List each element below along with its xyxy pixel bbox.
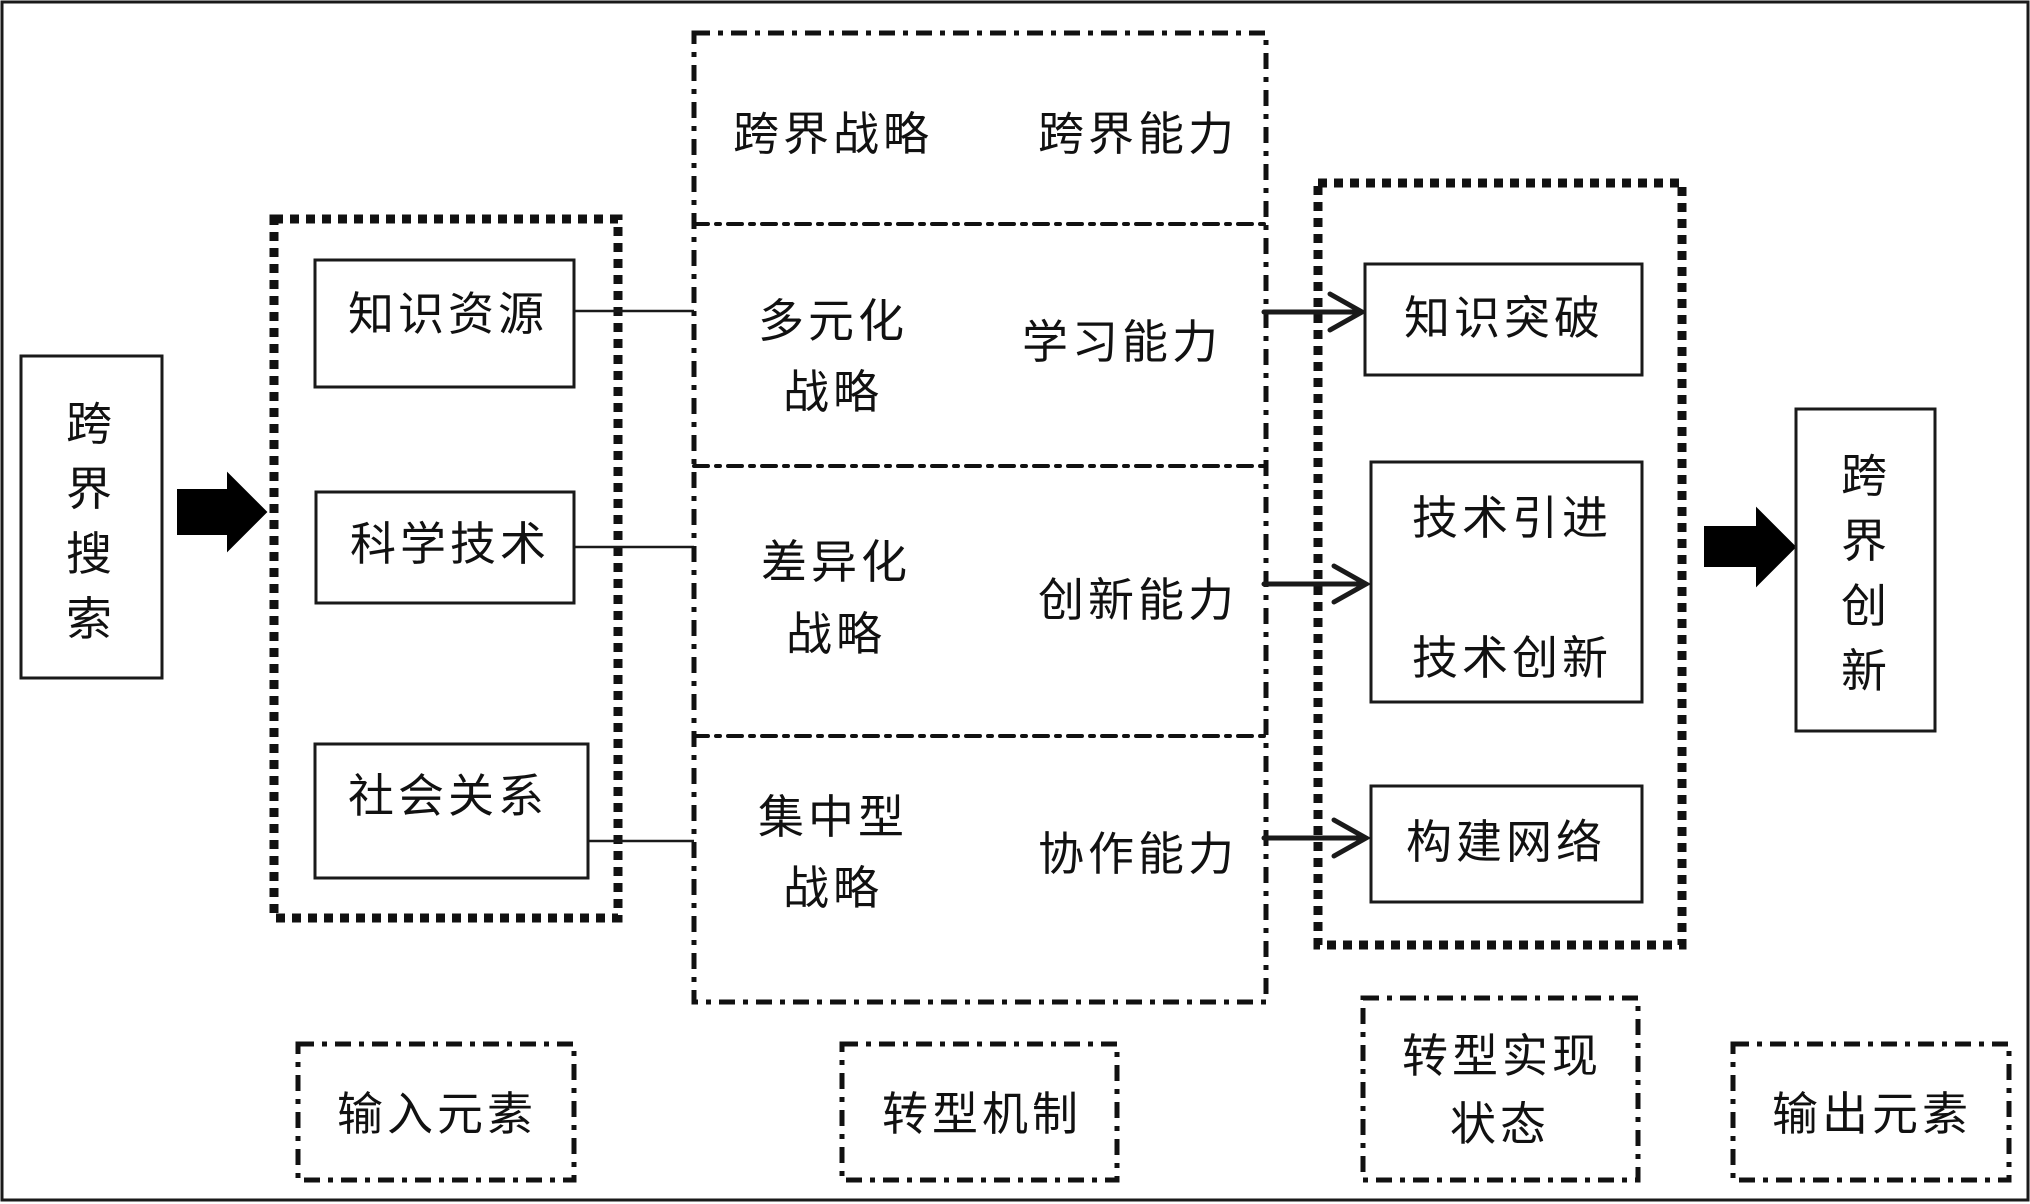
- legend-label: 状态: [1450, 1097, 1550, 1151]
- input-elements-group: [269, 214, 623, 923]
- block-arrow-icon: [1704, 506, 1797, 588]
- input-item-technology: 科学技术: [314, 490, 576, 605]
- input-item-label: 科学技术: [350, 517, 550, 571]
- source-box: 跨 界 搜 索: [19, 354, 164, 680]
- state-item-label: 技术创新: [1412, 631, 1612, 685]
- arrow-icon: [1261, 291, 1368, 333]
- state-item-label: 技术引进: [1412, 491, 1612, 545]
- state-item-label: 知识突破: [1404, 291, 1604, 345]
- state-item-technology: 技术引进 技术创新: [1369, 460, 1644, 704]
- transformation-state-group: [1313, 178, 1687, 950]
- arrow-icon: [1261, 817, 1372, 859]
- source-char: 跨: [66, 397, 116, 451]
- strategy-label: 战略: [783, 861, 883, 915]
- capability-label: 协作能力: [1038, 827, 1238, 881]
- source-char: 界: [66, 462, 116, 516]
- legend-label: 输出元素: [1772, 1087, 1972, 1141]
- source-char: 索: [66, 592, 116, 646]
- output-char: 跨: [1841, 449, 1891, 503]
- strategy-label: 战略: [783, 365, 883, 419]
- legend-label: 转型机制: [882, 1087, 1082, 1141]
- block-arrow-icon: [177, 471, 268, 553]
- legend-mechanism: 转型机制: [839, 1041, 1120, 1183]
- state-item-label: 构建网络: [1406, 815, 1606, 869]
- source-char: 搜: [66, 527, 116, 581]
- input-item-knowledge: 知识资源: [313, 258, 576, 389]
- capability-label: 学习能力: [1022, 315, 1222, 369]
- mechanism-header-strategy: 跨界战略: [733, 107, 933, 161]
- mechanism-header-capability: 跨界能力: [1038, 107, 1238, 161]
- arrow-icon: [1261, 563, 1372, 605]
- output-char: 创: [1841, 579, 1891, 633]
- legend-input-elements: 输入元素: [295, 1041, 577, 1183]
- state-item-knowledge-breakthrough: 知识突破: [1363, 262, 1644, 377]
- strategy-label: 集中型: [758, 790, 908, 844]
- input-item-label: 社会关系: [348, 769, 548, 823]
- input-item-label: 知识资源: [348, 287, 548, 341]
- strategy-label: 战略: [786, 607, 886, 661]
- legend-output-elements: 输出元素: [1730, 1041, 2012, 1183]
- strategy-label: 多元化: [758, 294, 908, 348]
- output-box: 跨 界 创 新: [1794, 407, 1937, 733]
- legend-label: 转型实现: [1402, 1029, 1602, 1083]
- output-char: 界: [1841, 514, 1891, 568]
- strategy-label: 差异化: [761, 535, 911, 589]
- mechanism-group: 跨界战略 跨界能力 多元化 战略 学习能力 差异化 战略 创新能力 集中型 战略…: [691, 30, 1269, 1005]
- legend-label: 输入元素: [337, 1087, 537, 1141]
- state-item-network: 构建网络: [1369, 784, 1644, 904]
- output-char: 新: [1841, 644, 1891, 698]
- input-item-social: 社会关系: [313, 742, 590, 880]
- capability-label: 创新能力: [1038, 573, 1238, 627]
- legend-transformation-state: 转型实现 状态: [1360, 995, 1641, 1183]
